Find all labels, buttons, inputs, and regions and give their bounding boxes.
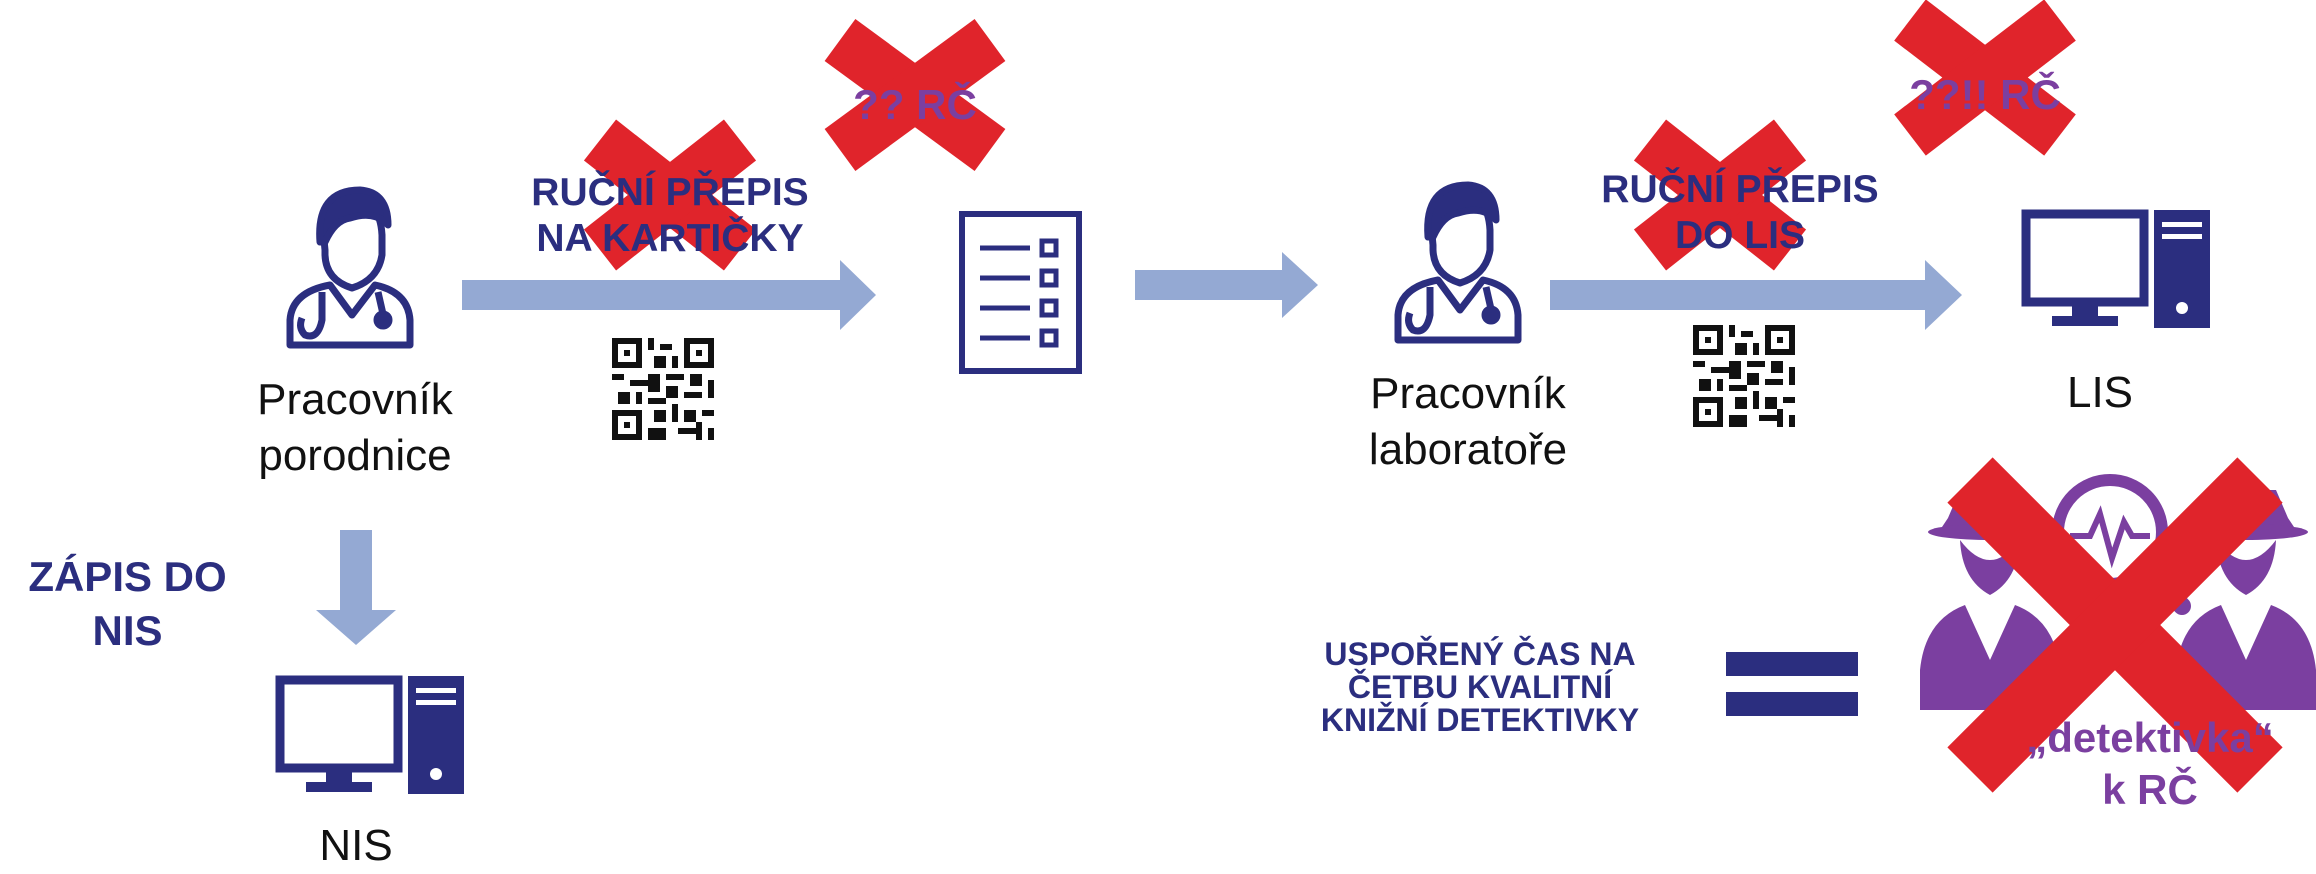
computer-icon-lis — [2021, 209, 2210, 328]
worker-lab-line1: Pracovník — [1370, 369, 1566, 418]
detective-icon — [1920, 457, 2316, 793]
arrow-down — [316, 530, 396, 645]
checklist-icon — [959, 211, 1082, 374]
qr-code-icon-2 — [1693, 325, 1795, 427]
nis-label: NIS — [319, 821, 393, 870]
detective-label: „detektivka“ k RČ — [1990, 712, 2310, 816]
manual-to-lis-line2: DO LIS — [1674, 214, 1805, 257]
write-to-nis-line1: ZÁPIS DO — [28, 553, 227, 600]
manual-to-cards-label: RUČNÍ PŘEPIS NA KARTIČKY — [490, 170, 850, 262]
manual-to-cards-line2: NA KARTIČKY — [536, 217, 804, 260]
qr-code-icon-1 — [612, 338, 714, 440]
saved-time-line3: KNIŽNÍ DETEKTIVKY — [1320, 702, 1640, 738]
manual-to-cards-line1: RUČNÍ PŘEPIS — [531, 171, 809, 214]
worker-lab-line2: laboratoře — [1368, 425, 1568, 474]
saved-time-label: USPOŘENÝ ČAS NA ČETBU KVALITNÍ KNIŽNÍ DE… — [1270, 638, 1690, 737]
worker-maternity-label: Pracovník porodnice — [225, 372, 485, 484]
worker-lab-label: Pracovník laboratoře — [1328, 366, 1608, 478]
write-to-nis-label: ZÁPIS DO NIS — [0, 550, 255, 658]
arrow-3 — [1550, 260, 1962, 330]
worker-maternity-line1: Pracovník — [257, 375, 453, 424]
saved-time-line2: ČETBU KVALITNÍ — [1347, 669, 1613, 705]
manual-to-lis-label: RUČNÍ PŘEPIS DO LIS — [1560, 167, 1920, 259]
computer-icon-nis — [275, 675, 464, 794]
rc-unknown-note-2: ??!! RČ — [1909, 71, 2061, 118]
rc-unknown-note: ?? RČ — [853, 81, 977, 128]
write-to-nis-line2: NIS — [92, 607, 163, 654]
detective-line1: „detektivka“ — [2026, 714, 2274, 761]
arrow-2 — [1135, 252, 1318, 318]
detective-line2: k RČ — [2102, 766, 2198, 813]
doctor-icon-lab — [1394, 181, 1522, 344]
arrow-1 — [462, 260, 876, 330]
equals-icon — [1726, 652, 1858, 716]
worker-maternity-line2: porodnice — [258, 431, 452, 480]
doctor-icon-maternity — [286, 186, 414, 349]
lis-label: LIS — [2066, 368, 2134, 417]
saved-time-line1: USPOŘENÝ ČAS NA — [1324, 636, 1636, 672]
manual-to-lis-line1: RUČNÍ PŘEPIS — [1601, 168, 1879, 211]
